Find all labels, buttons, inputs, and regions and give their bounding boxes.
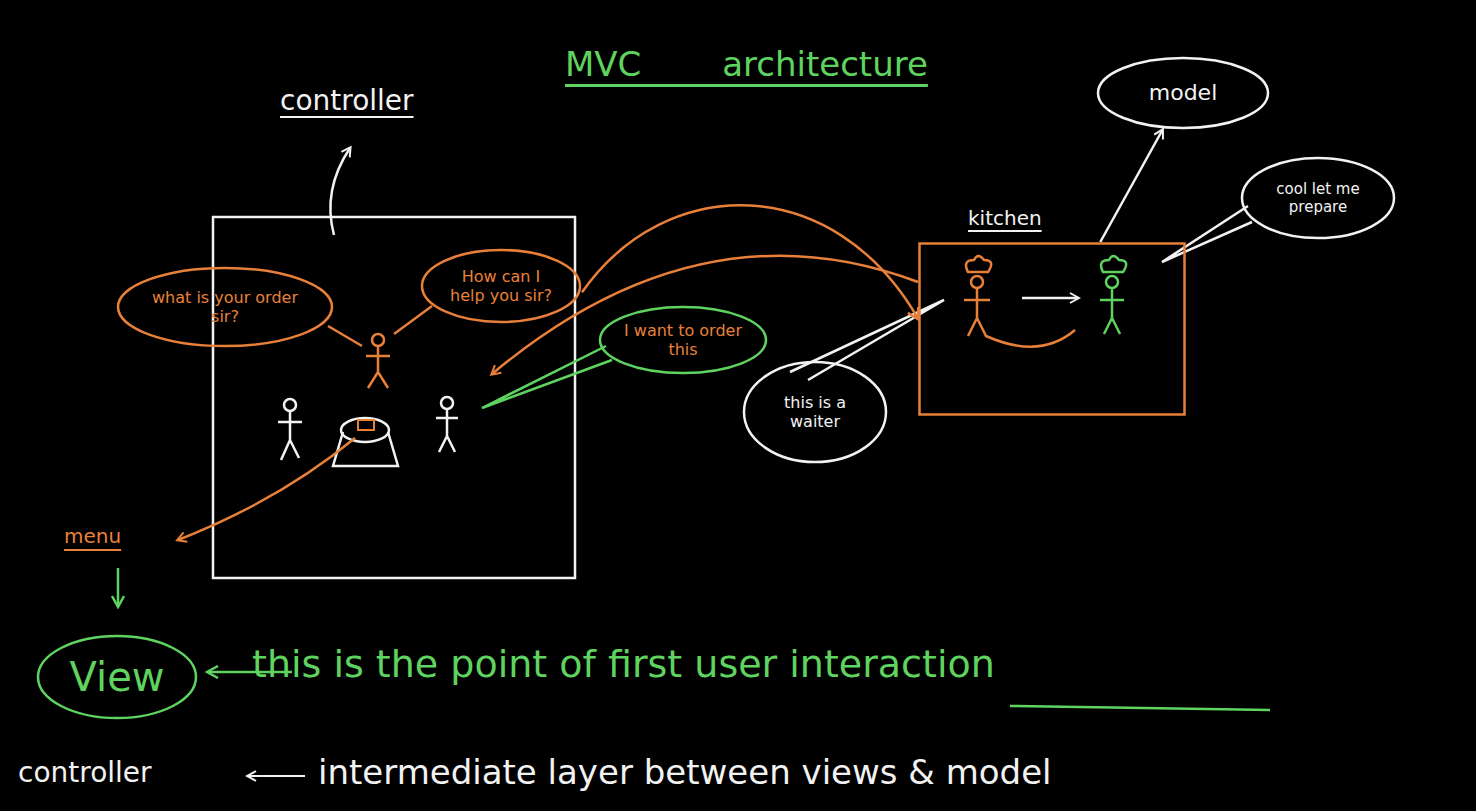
bubble-text: cool let me prepare	[1264, 180, 1373, 216]
note-text: this is the point of first user interact…	[252, 642, 995, 688]
part-label: menu	[64, 524, 121, 548]
model-ellipse: model	[1096, 56, 1270, 130]
layer-label: controller	[280, 84, 414, 118]
speech-bubble: what is your order sir?	[116, 266, 334, 348]
bubble-text: this is a waiter	[764, 393, 866, 431]
bubble-text: what is your order sir?	[149, 288, 302, 326]
speech-bubble: I want to order this	[598, 305, 768, 375]
note-text: intermediate layer between views & model	[318, 752, 1052, 793]
bubble-text: View	[70, 653, 165, 701]
speech-bubble: How can I help you sir?	[420, 248, 582, 324]
diagram-title: MVC architecture	[565, 44, 928, 85]
note-text: controller	[18, 756, 152, 790]
flow-arrow	[582, 205, 918, 318]
box-heading: kitchen	[968, 206, 1042, 230]
kitchen-box: kitchen	[918, 242, 1186, 416]
bubble-text: model	[1149, 80, 1218, 106]
speech-bubble: cool let me prepare	[1240, 156, 1396, 240]
bubble-text: How can I help you sir?	[445, 267, 558, 305]
flow-arrow	[1100, 130, 1162, 242]
speech-bubble: this is a waiter	[742, 360, 888, 464]
view-ellipse: View	[36, 634, 198, 720]
bubble-text: I want to order this	[624, 321, 743, 359]
box-outline	[918, 242, 1186, 416]
